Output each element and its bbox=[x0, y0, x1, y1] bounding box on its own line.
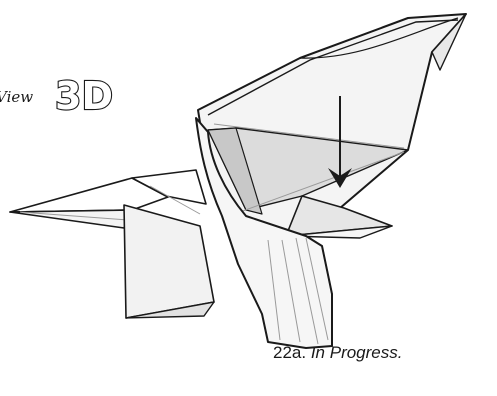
step-number: 22a. bbox=[273, 343, 306, 362]
view-3d-mark: 3D bbox=[55, 74, 113, 118]
front-left-triangle-face bbox=[124, 205, 214, 318]
step-title: In Progress. bbox=[311, 343, 403, 362]
view-label-word: View bbox=[0, 88, 33, 106]
front-left-triangle bbox=[124, 205, 214, 318]
step-caption: 22a. In Progress. bbox=[273, 343, 402, 363]
view-3d-badge: View 3D bbox=[0, 74, 113, 118]
